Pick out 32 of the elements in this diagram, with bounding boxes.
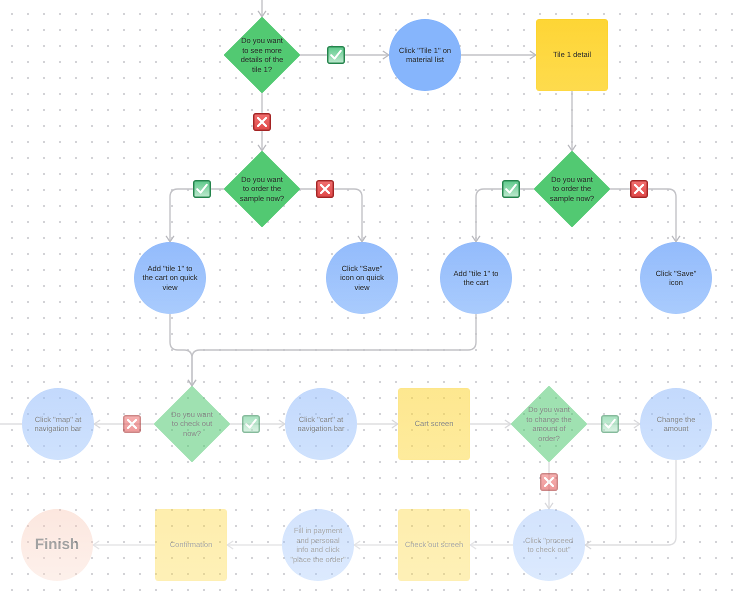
arrow	[470, 540, 513, 550]
decision-diamond	[224, 151, 300, 227]
arrow	[226, 540, 282, 550]
arrow	[188, 314, 477, 386]
arrow	[610, 188, 680, 242]
screen-card	[398, 509, 470, 581]
arrow	[544, 462, 554, 510]
connector-line	[0, 423, 22, 425]
arrow	[166, 188, 224, 242]
arrow	[568, 91, 576, 152]
screen-card	[155, 509, 227, 581]
decision-diamond	[511, 386, 587, 462]
arrow	[357, 420, 398, 428]
arrow	[258, 0, 266, 18]
arrow	[584, 460, 677, 550]
arrow	[94, 420, 154, 428]
decision-diamond	[154, 386, 230, 462]
arrow	[300, 188, 366, 242]
arrow	[230, 420, 286, 428]
screen-card	[536, 19, 608, 91]
decision-diamond	[224, 17, 300, 93]
screen-card	[398, 388, 470, 460]
arrow	[470, 420, 512, 428]
arrow	[461, 50, 536, 60]
arrow	[300, 50, 390, 60]
arrow	[354, 540, 398, 550]
arrow	[258, 93, 266, 152]
arrow	[92, 540, 155, 550]
arrow	[472, 188, 534, 242]
finish-text: Finish	[34, 536, 80, 554]
decision-diamond	[534, 151, 610, 227]
arrow	[587, 420, 640, 428]
